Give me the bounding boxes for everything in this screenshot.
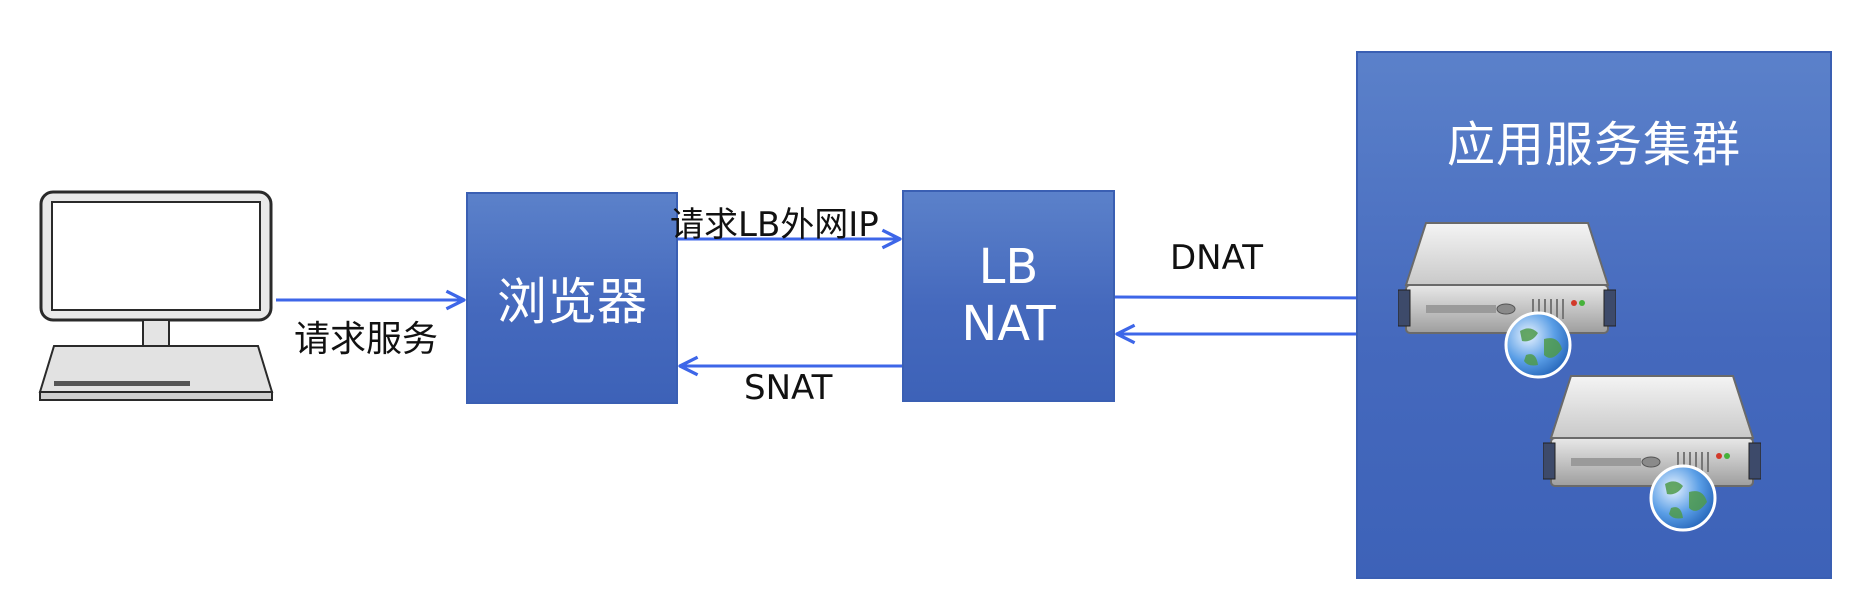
lb-label: LB [978, 239, 1039, 296]
browser-label: 浏览器 [497, 273, 647, 331]
dnat-label: DNAT [1170, 238, 1264, 278]
server-globe-icon [1398, 222, 1616, 379]
server-globe-icon [1543, 375, 1761, 532]
dnat-arrow [1114, 287, 1389, 309]
browser-node: 浏览器 [466, 192, 678, 404]
desktop-computer-icon [38, 190, 274, 401]
snat-label: SNAT [744, 368, 833, 408]
cluster-title: 应用服务集群 [1446, 117, 1741, 173]
lb-nat-node: LB NAT [902, 190, 1115, 402]
request-service-label: 请求服务 [294, 319, 439, 360]
nat-label: NAT [961, 296, 1056, 352]
request-lb-ip-label: 请求LB外网IP [670, 205, 879, 245]
